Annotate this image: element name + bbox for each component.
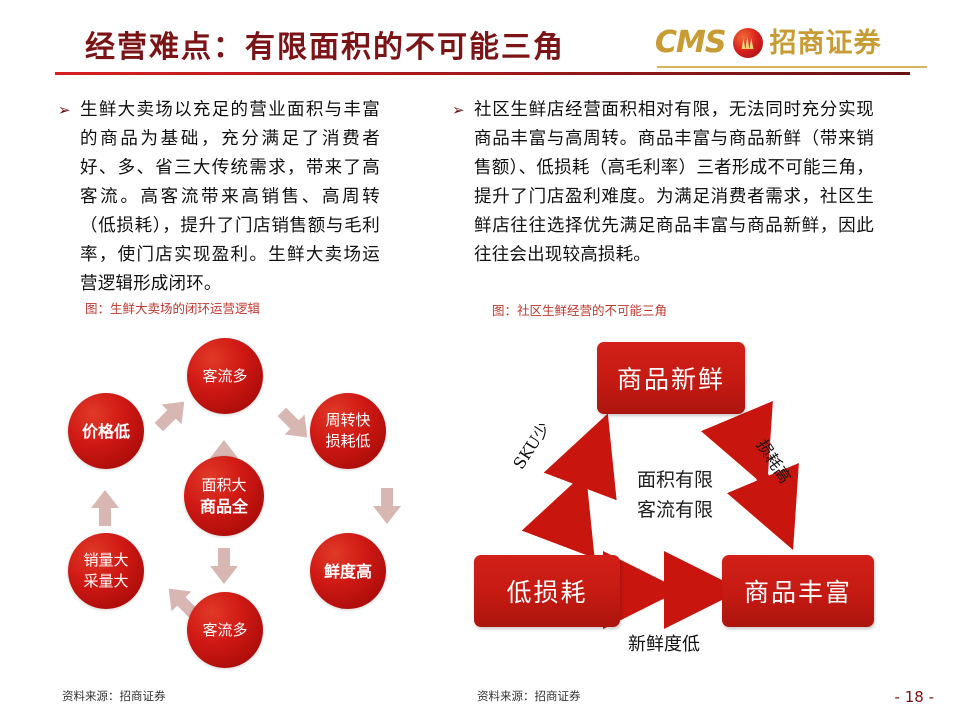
page-title: 经营难点：有限面积的不可能三角 [85, 30, 565, 65]
triangle-edge-label-bottom: 新鲜度低 [628, 634, 700, 655]
arrow-top-to-topright [277, 407, 308, 438]
slide-header: 经营难点：有限面积的不可能三角 CMS 招商证券 [0, 0, 960, 86]
arrow-leftlower-to-leftupper [91, 490, 119, 526]
cycle-node-bottom-line1: 客流多 [202, 620, 248, 639]
page-number: - 18 - [894, 688, 934, 706]
cycle-node-center: 面积大 商品全 [184, 456, 264, 536]
title-divider [55, 72, 910, 75]
logo-emblem-icon [733, 28, 764, 58]
cycle-node-left-upper-line1: 价格低 [81, 421, 130, 441]
triangle-center-text: 面积有限 客流有限 [610, 465, 740, 525]
bullet-arrow-icon: ➢ [452, 101, 465, 119]
right-body-text: 社区生鲜店经营面积相对有限，无法同时充分实现商品丰富与高周转。商品丰富与商品新鲜… [474, 100, 874, 265]
arrow-center-to-bottom [210, 548, 238, 584]
left-column: ➢ 生鲜大卖场以充足的营业面积与丰富的商品为基础，充分满足了消费者好、多、省三大… [58, 96, 444, 299]
triangle-box-bottom-right: 商品丰富 [722, 555, 874, 627]
triangle-center-line1: 面积有限 [636, 469, 713, 491]
triangle-center-line2: 客流有限 [636, 499, 713, 521]
cycle-node-top-right-line1: 周转快 [325, 411, 371, 429]
logo-underline [657, 66, 927, 68]
cycle-node-top: 客流多 [187, 338, 263, 414]
logo-latin-text: CMS [655, 25, 726, 60]
right-figure-caption: 图：社区生鲜经营的不可能三角 [492, 303, 668, 318]
left-figure-caption: 图：生鲜大卖场的闭环运营逻辑 [85, 301, 261, 316]
cycle-node-left-lower: 销量大 采量大 [68, 533, 144, 609]
triangle-box-top: 商品新鲜 [597, 342, 745, 414]
cycle-node-left-lower-line2: 采量大 [83, 572, 129, 590]
left-body-text: 生鲜大卖场以充足的营业面积与丰富的商品为基础，充分满足了消费者好、多、省三大传统… [80, 100, 380, 294]
cycle-node-top-right: 周转快 损耗低 [310, 393, 386, 469]
cycle-node-left-upper: 价格低 [68, 393, 144, 469]
brand-logo: CMS 招商证券 [655, 22, 881, 64]
triangle-box-bottom-left: 低损耗 [474, 555, 620, 627]
triangle-arrows [521, 400, 799, 629]
cycle-node-center-line2: 商品全 [199, 497, 248, 516]
cycle-node-right-line1: 鲜度高 [323, 561, 372, 581]
right-column: ➢ 社区生鲜店经营面积相对有限，无法同时充分实现商品丰富与高周转。商品丰富与商品… [452, 96, 882, 270]
cycle-node-bottom: 客流多 [187, 592, 263, 668]
impossible-triangle-diagram: 商品新鲜 低损耗 商品丰富 面积有限 客流有限 SKU少 损耗高 新鲜度低 [460, 330, 890, 670]
cycle-node-center-line1: 面积大 [201, 476, 247, 494]
right-source-note: 资料来源：招商证券 [477, 689, 581, 703]
cycle-node-top-line1: 客流多 [202, 366, 248, 385]
left-bullet-item: ➢ 生鲜大卖场以充足的营业面积与丰富的商品为基础，充分满足了消费者好、多、省三大… [58, 96, 444, 299]
left-source-note: 资料来源：招商证券 [62, 689, 166, 703]
cycle-diagram: 面积大 商品全 客流多 周转快 损耗低 鲜度高 客流多 销量大 采量大 价格低 [58, 328, 418, 676]
cycle-node-right: 鲜度高 [310, 533, 386, 609]
arrow-leftupper-to-top [154, 401, 185, 432]
arrow-left-diagonal [521, 413, 617, 559]
arrow-topright-to-right [373, 488, 401, 524]
logo-chinese-text: 招商证券 [769, 27, 882, 59]
arrow-right-diagonal [700, 400, 799, 550]
bullet-arrow-icon: ➢ [58, 101, 71, 119]
right-bullet-item: ➢ 社区生鲜店经营面积相对有限，无法同时充分实现商品丰富与高周转。商品丰富与商品… [452, 96, 882, 270]
cycle-node-top-right-line2: 损耗低 [325, 432, 371, 450]
cycle-node-left-lower-line1: 销量大 [83, 551, 129, 569]
